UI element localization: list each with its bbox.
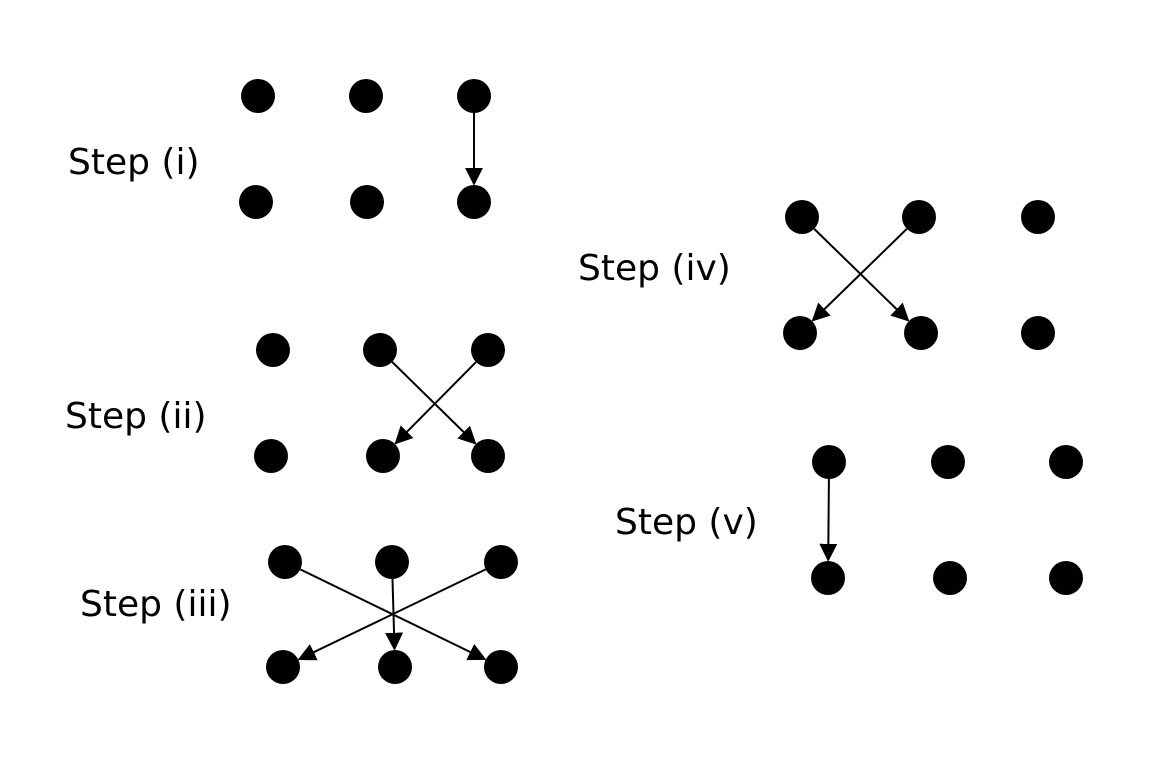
step-i-dot-bottom-1 [239,185,273,219]
step-ii-arrow-1 [391,361,477,445]
step-v-dot-top-3 [1049,445,1083,479]
step-iv-group: Step (iv) [578,200,1055,350]
step-iii-dots [266,545,518,684]
step-ii-group: Step (ii) [65,333,505,473]
step-ii-arrow-2 [394,361,477,445]
step-iii-label: Step (iii) [80,584,232,625]
step-iv-arrow-2 [811,228,908,322]
step-iii-dot-top-1 [268,545,302,579]
step-iv-label: Step (iv) [578,248,731,289]
step-ii-dot-top-3 [471,333,505,367]
step-ii-dot-top-2 [363,333,397,367]
step-iii-arrows [297,568,487,661]
step-i-dot-bottom-2 [350,185,384,219]
step-iii-dot-bottom-2 [378,650,412,684]
step-ii-arrows [391,361,477,445]
step-i-dot-bottom-3 [457,185,491,219]
step-v-dots [811,445,1083,595]
step-iii-dot-top-2 [375,545,409,579]
step-v-group: Step (v) [615,445,1083,595]
step-i-group: Step (i) [68,79,491,219]
step-iii-dot-bottom-3 [484,650,518,684]
step-i-dots [239,79,491,219]
step-iii-dot-top-3 [484,545,518,579]
step-ii-dot-top-1 [256,333,290,367]
step-ii-dots [254,333,505,473]
step-iii-dot-bottom-1 [266,650,300,684]
step-i-dot-top-3 [457,79,491,113]
step-i-dot-top-1 [241,79,275,113]
step-v-arrow-1 [819,478,838,562]
step-ii-dot-bottom-1 [254,439,288,473]
step-i-dot-top-2 [349,79,383,113]
step-iv-dot-bottom-2 [904,316,938,350]
step-iv-dot-top-3 [1021,200,1055,234]
step-v-label: Step (v) [615,502,758,543]
step-iv-dots [783,200,1055,350]
step-v-dot-top-2 [931,445,965,479]
step-ii-dot-bottom-2 [366,439,400,473]
step-iii-group: Step (iii) [80,545,518,684]
step-i-label: Step (i) [68,142,200,183]
step-ii-label: Step (ii) [65,396,207,437]
step-v-dot-bottom-3 [1049,561,1083,595]
step-ii-dot-bottom-3 [471,439,505,473]
step-iv-dot-bottom-3 [1021,316,1055,350]
step-v-dot-bottom-2 [933,561,967,595]
step-v-dot-top-1 [812,445,846,479]
step-iii-arrow-3 [297,568,487,661]
step-iv-arrows [811,228,910,322]
step-iv-dot-top-2 [902,200,936,234]
step-iv-dot-top-1 [785,200,819,234]
step-iv-dot-bottom-1 [783,316,817,350]
step-v-dot-bottom-1 [811,561,845,595]
step-v-arrows [819,478,838,562]
